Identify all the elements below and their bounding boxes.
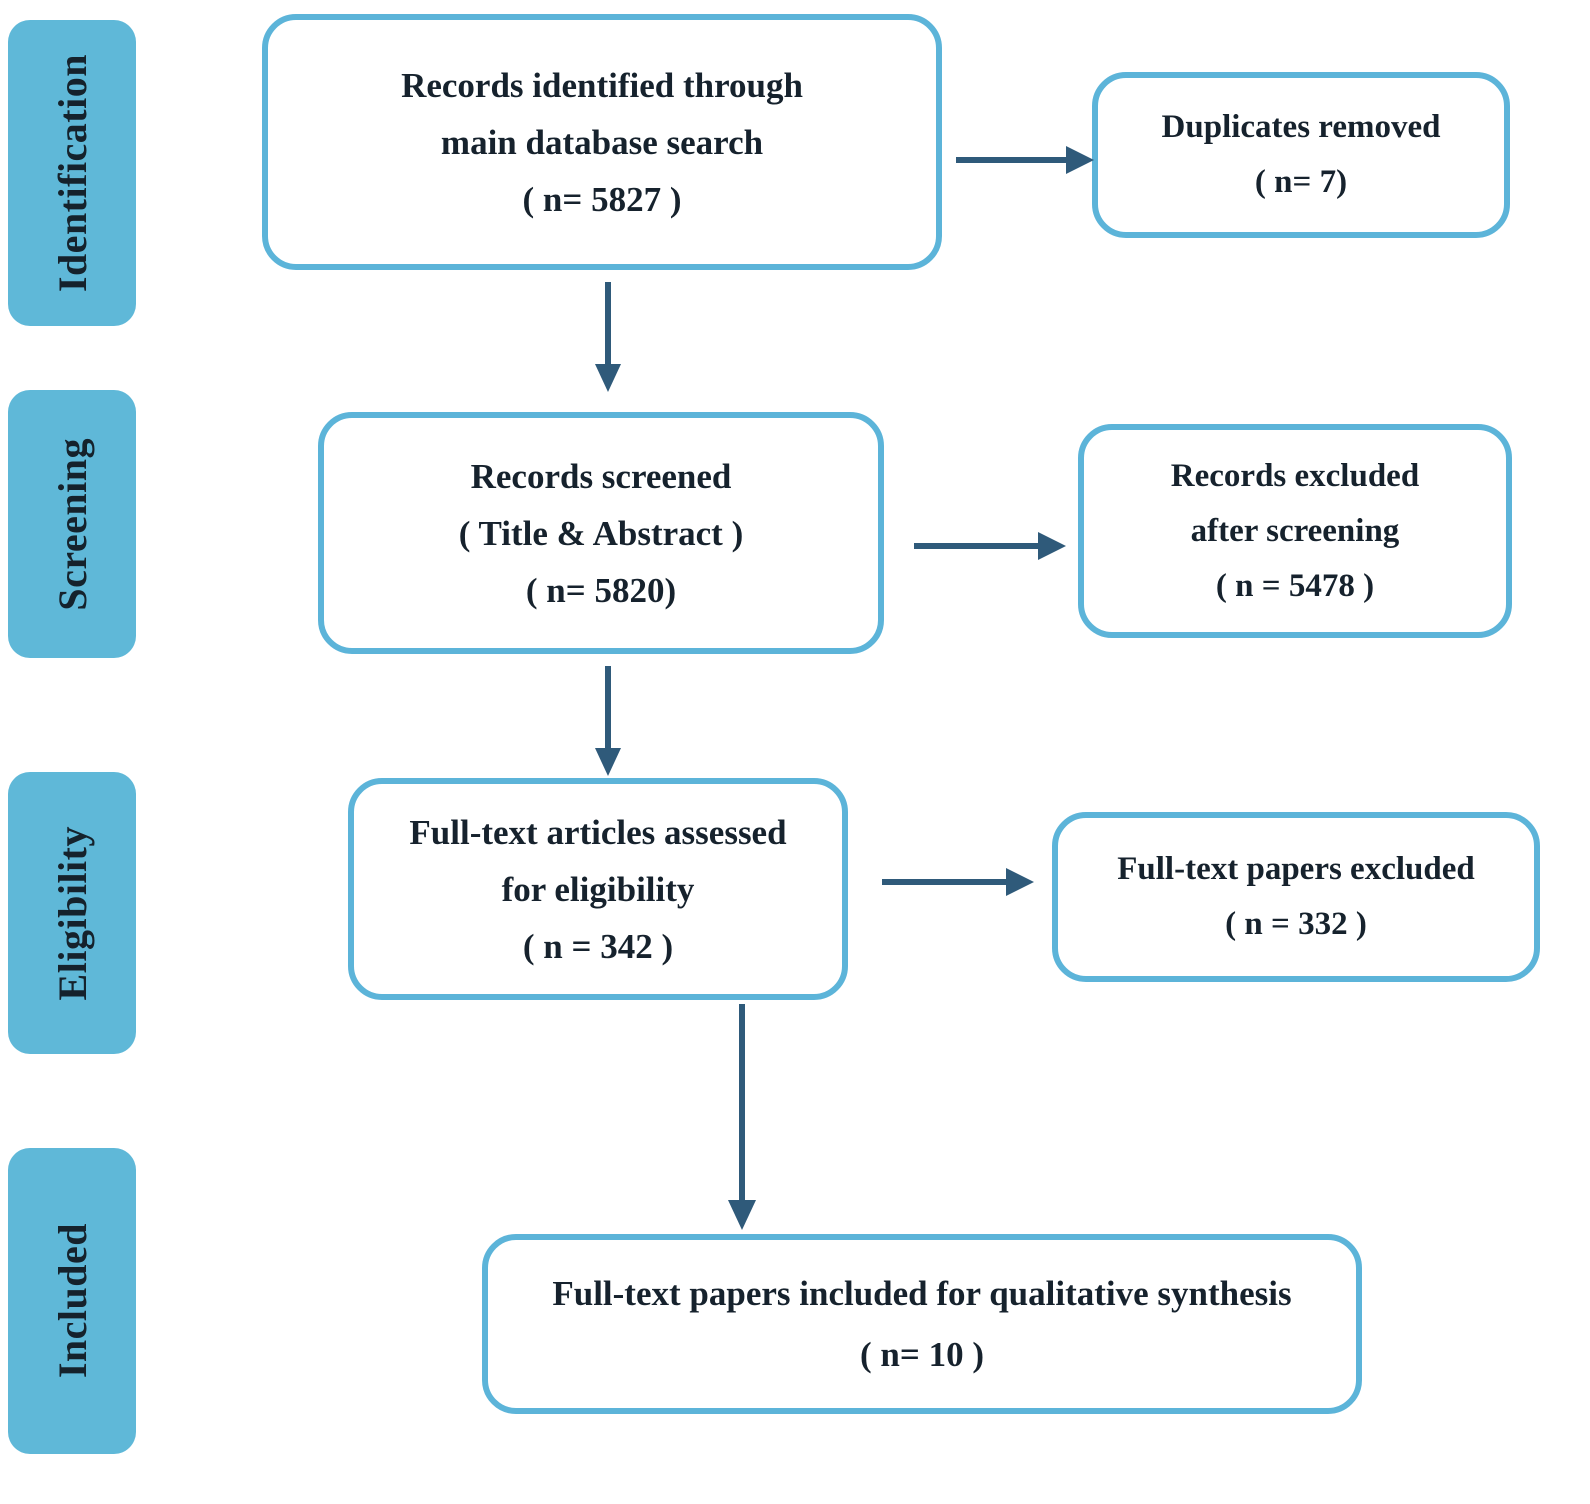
box-duplicates-removed-line1: Duplicates removed [1161, 109, 1441, 145]
box-records-screened-line1: Records screened [470, 456, 732, 496]
box-fulltext-assessed-line2: for eligibility [501, 869, 695, 909]
box-fulltext-assessed-line1: Full-text articles assessed [409, 812, 787, 852]
box-duplicates-removed: Duplicates removed ( n= 7) [1092, 72, 1510, 238]
stage-label-included-text: Included [49, 1223, 95, 1379]
arrow-identified-to-screened [590, 280, 626, 394]
box-records-excluded-line2: after screening [1190, 512, 1400, 549]
box-duplicates-removed-line2: ( n= 7) [1254, 164, 1348, 200]
box-records-excluded-after-screening: Records excluded after screening ( n = 5… [1078, 424, 1512, 638]
box-fulltext-assessed: Full-text articles assessed for eligibil… [348, 778, 848, 1000]
box-records-screened-line3: ( n= 5820) [525, 570, 677, 610]
box-fulltext-included: Full-text papers included for qualitativ… [482, 1234, 1362, 1414]
stage-label-eligibility: Eligibility [8, 772, 136, 1054]
arrow-eligibility-to-included [724, 1002, 760, 1232]
box-fulltext-included-line2: ( n= 10 ) [860, 1335, 984, 1374]
box-fulltext-included-line1: Full-text papers included for qualitativ… [552, 1274, 1292, 1313]
stage-label-identification: Identification [8, 20, 136, 326]
box-fulltext-excluded-line2: ( n = 332 ) [1225, 906, 1367, 942]
box-records-screened: Records screened ( Title & Abstract ) ( … [318, 412, 884, 654]
box-records-screened-line2: ( Title & Abstract ) [458, 513, 744, 553]
arrow-eligibility-to-excluded [880, 862, 1036, 902]
arrow-screened-to-excluded [912, 526, 1068, 566]
stage-label-included: Included [8, 1148, 136, 1454]
box-fulltext-excluded-line1: Full-text papers excluded [1117, 851, 1475, 887]
arrow-identified-to-duplicates [954, 140, 1096, 180]
box-records-excluded-line1: Records excluded [1170, 457, 1420, 494]
box-records-identified-line2: main database search [440, 122, 764, 162]
box-records-identified-line1: Records identified through [401, 65, 803, 105]
stage-label-identification-text: Identification [49, 53, 95, 293]
stage-label-eligibility-text: Eligibility [49, 825, 95, 1001]
stage-label-screening: Screening [8, 390, 136, 658]
arrow-screened-to-eligibility [590, 664, 626, 778]
box-fulltext-assessed-line3: ( n = 342 ) [522, 926, 674, 966]
box-records-excluded-line3: ( n = 5478 ) [1215, 567, 1375, 604]
box-fulltext-excluded: Full-text papers excluded ( n = 332 ) [1052, 812, 1540, 982]
stage-label-screening-text: Screening [49, 437, 95, 611]
box-records-identified: Records identified through main database… [262, 14, 942, 270]
box-records-identified-line3: ( n= 5827 ) [522, 179, 682, 219]
